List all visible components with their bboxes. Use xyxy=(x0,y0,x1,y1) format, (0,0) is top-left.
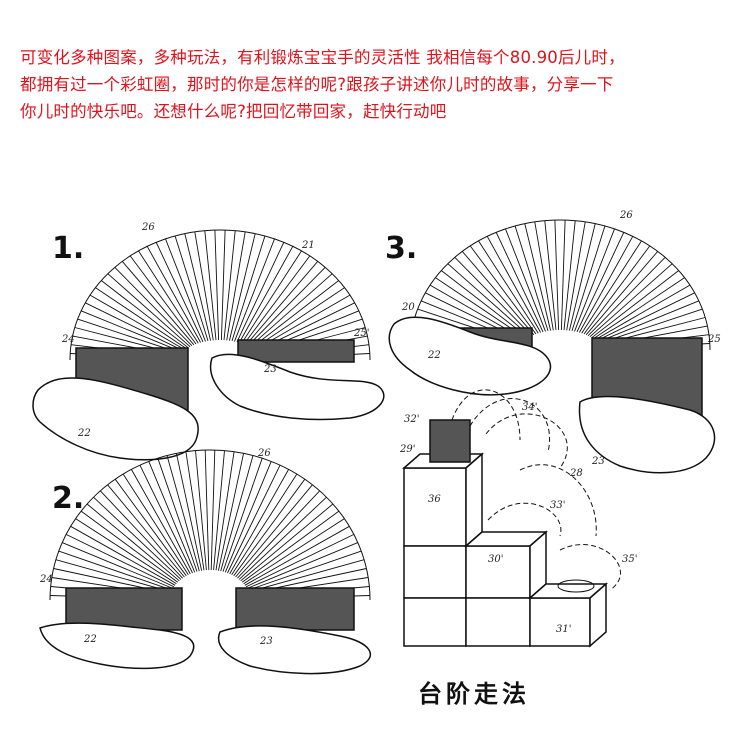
ref-label: 26 xyxy=(257,448,271,459)
hand-left-2 xyxy=(39,622,195,670)
caption-line-2: 都拥有过一个彩虹圈，那时的你是怎样的呢?跟孩子讲述你儿时的故事，分享一下 xyxy=(20,75,614,94)
ref-label: 25' xyxy=(353,328,369,339)
slinky-coil-stack-right xyxy=(235,587,355,631)
hand-right-3 xyxy=(578,395,716,474)
ref-label: 21 xyxy=(301,240,315,251)
ref-label: 30' xyxy=(488,554,503,565)
ref-label: 25 xyxy=(707,334,721,345)
ref-label: 32' xyxy=(404,414,419,425)
ref-label: 26 xyxy=(619,210,633,221)
hand-right-1 xyxy=(209,353,385,421)
caption-line-3: 你儿时的快乐吧。还想什么呢?把回忆带回家，赶快行动吧 xyxy=(20,102,447,121)
stair-method-label: 台阶走法 xyxy=(418,680,530,708)
ref-label: 29' xyxy=(399,444,415,455)
ref-label: 22 xyxy=(427,350,441,361)
slinky-patent-illustration: 1. 2. 3. 26 21 24 25' 22 23 26 24 22 23 … xyxy=(32,210,721,708)
step-number-1: 1. xyxy=(52,231,84,266)
slinky-coil-stack-right xyxy=(237,339,355,363)
ref-label: 31' xyxy=(556,624,571,635)
figure-2: 26 24 22 23 xyxy=(39,448,372,675)
ref-label: 22 xyxy=(83,634,97,645)
figure-3: 26 20 22 25 23 xyxy=(388,210,721,474)
ref-label: 28 xyxy=(569,468,583,479)
ref-label: 33' xyxy=(550,500,565,511)
step-number-2: 2. xyxy=(52,481,84,516)
ref-label: 34' xyxy=(522,402,537,413)
hand-left-3 xyxy=(388,316,552,396)
ref-label: 23 xyxy=(591,456,605,467)
step-number-3: 3. xyxy=(385,231,417,266)
slinky-arc-2 xyxy=(49,449,371,601)
slinky-top xyxy=(429,419,471,463)
ref-label: 22 xyxy=(77,428,91,439)
ref-label: 23 xyxy=(263,364,277,375)
ref-label: 24 xyxy=(61,334,75,345)
slinky-arc-1 xyxy=(69,229,371,361)
ref-label: 26 xyxy=(141,222,155,233)
hand-left-1 xyxy=(32,377,199,461)
caption-line-1: 可变化多种图案，多种玩法，有利锻炼宝宝手的灵活性 我相信每个80.90后儿时， xyxy=(20,48,625,67)
figure-1: 26 21 24 25' 22 23 xyxy=(32,222,385,461)
ref-label: 20 xyxy=(401,302,415,313)
description-text: 可变化多种图案，多种玩法，有利锻炼宝宝手的灵活性 我相信每个80.90后儿时， … xyxy=(20,44,735,125)
hand-right-2 xyxy=(217,625,372,675)
ref-label: 35' xyxy=(622,554,637,565)
ref-label: 36 xyxy=(428,494,441,505)
ref-label: 23 xyxy=(259,636,273,647)
ref-label: 24 xyxy=(39,574,53,585)
stairs-figure: 32' 34' 29' 36 28 33' 30' 35' 31' xyxy=(399,389,637,648)
